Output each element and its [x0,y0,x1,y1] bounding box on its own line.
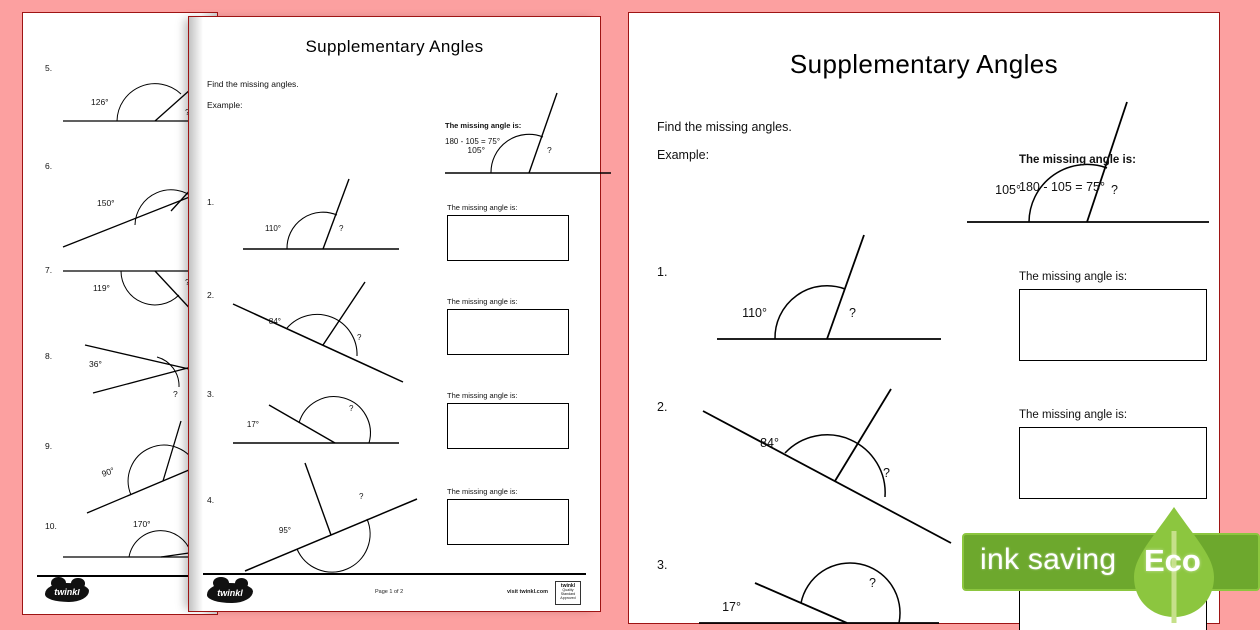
answer-label-middle-4: The missing angle is: [447,487,518,496]
unknown-label-5: ? [185,107,190,117]
answer-box-middle-3[interactable] [447,403,569,449]
unknown-label-7: ? [185,277,190,287]
unknown-label-right-3: ? [869,576,876,590]
quality-badge-line1: twinkl [560,583,576,589]
page-number-middle: Page 1 of 2 [375,589,404,595]
unknown-label-right-2: ? [883,466,890,480]
twinkl-logo-left[interactable]: twinkl [45,576,89,602]
example-unknown-label-right: ? [1111,183,1118,197]
answer-box-right-1[interactable] [1019,289,1207,361]
unknown-label-middle-1: ? [339,224,344,233]
answer-label-middle-1: The missing angle is: [447,203,518,212]
question-number-right-3: 3. [657,558,668,572]
question-number-middle-3: 3. [207,389,215,399]
angle-label-7: 119° [93,283,110,293]
quality-badge-line2: Quality Standard [560,588,576,597]
example-label-right: Example: [657,148,710,162]
quality-badge-middle: twinkl Quality Standard Approved [555,581,581,605]
answer-box-right-2[interactable] [1019,427,1207,499]
unknown-label-middle-4: ? [359,492,364,501]
question-number-10: 10. [45,521,57,531]
angle-diagram-right-1: 110° ? [717,234,941,340]
question-number-middle-1: 1. [207,197,215,207]
question-number-right-1: 1. [657,265,668,279]
worksheet-page-right[interactable]: Supplementary Angles Find the missing an… [628,12,1220,630]
answer-box-middle-1[interactable] [447,215,569,261]
leaf-icon [1134,507,1214,623]
page-title-middle: Supplementary Angles [305,37,484,56]
angle-label-right-2: 84° [760,436,779,450]
example-answer-label-right: The missing angle is: [1019,154,1136,166]
example-label-middle: Example: [207,100,243,110]
answer-box-middle-2[interactable] [447,309,569,355]
angle-label-10: 170° [133,519,151,529]
question-number-9: 9. [45,441,53,451]
footer-divider-middle [203,573,586,575]
example-angle-diagram-right: 105° ? [967,101,1209,223]
angle-label-middle-3: 17° [247,420,259,429]
example-angle-label-right: 105° [995,183,1021,197]
angle-label-middle-1: 110° [265,224,281,233]
angle-diagram-middle-4: 95° ? [244,462,418,573]
example-angle-label-middle: 105° [467,145,485,155]
unknown-label-8: ? [173,389,178,399]
ink-saving-eco-badge: ink saving Eco [962,507,1260,623]
angle-label-8: 36° [89,359,102,369]
visit-link-middle[interactable]: visit twinkl.com [507,589,548,595]
twinkl-logo-middle[interactable]: twinkl [207,576,253,603]
angle-label-9: 90° [100,465,116,479]
example-unknown-label-middle: ? [547,145,552,155]
angle-label-5: 126° [91,97,109,107]
angle-diagram-middle-2: 84° ? [232,281,404,383]
answer-label-middle-3: The missing angle is: [447,391,518,400]
instruction-text-right: Find the missing angles. [657,120,792,134]
example-answer-value-right: 180 - 105 = 75° [1019,180,1105,194]
footer-divider-left [37,575,207,577]
example-answer-label-middle: The missing angle is: [445,121,522,130]
instruction-text-middle: Find the missing angles. [207,79,299,89]
angle-diagram-right-3: 17° ? [699,562,939,624]
quality-badge-line3: Approved [560,595,576,600]
unknown-label-middle-3: ? [349,404,354,413]
answer-box-middle-4[interactable] [447,499,569,545]
angle-diagram-right-2: 84° ? [702,388,952,544]
eco-badge-label: ink saving [980,543,1117,576]
eco-badge-word: Eco [1144,543,1201,578]
angle-label-middle-2: 84° [269,317,281,326]
unknown-label-middle-2: ? [357,333,362,342]
question-number-middle-2: 2. [207,290,215,300]
angle-diagram-middle-3: 17° ? [233,396,399,444]
question-number-7: 7. [45,265,53,275]
angle-label-middle-4: 95° [279,526,291,535]
question-number-right-2: 2. [657,400,668,414]
angle-label-6: 150° [97,198,115,208]
page-title-right: Supplementary Angles [789,49,1059,79]
example-answer-value-middle: 180 - 105 = 75° [445,137,501,146]
question-number-middle-4: 4. [207,495,215,505]
worksheet-page-middle[interactable]: Supplementary Angles Find the missing an… [188,16,611,612]
question-number-8: 8. [45,351,53,361]
question-number-5: 5. [45,63,53,73]
answer-label-right-2: The missing angle is: [1019,409,1128,421]
angle-label-right-1: 110° [742,306,767,320]
answer-label-right-1: The missing angle is: [1019,271,1128,283]
angle-label-right-3: 17° [722,600,741,614]
question-number-6: 6. [45,161,53,171]
example-angle-diagram-middle: 105° ? [445,92,611,174]
unknown-label-right-1: ? [849,306,856,320]
angle-diagram-middle-1: 110° ? [243,178,399,250]
answer-label-middle-2: The missing angle is: [447,297,518,306]
